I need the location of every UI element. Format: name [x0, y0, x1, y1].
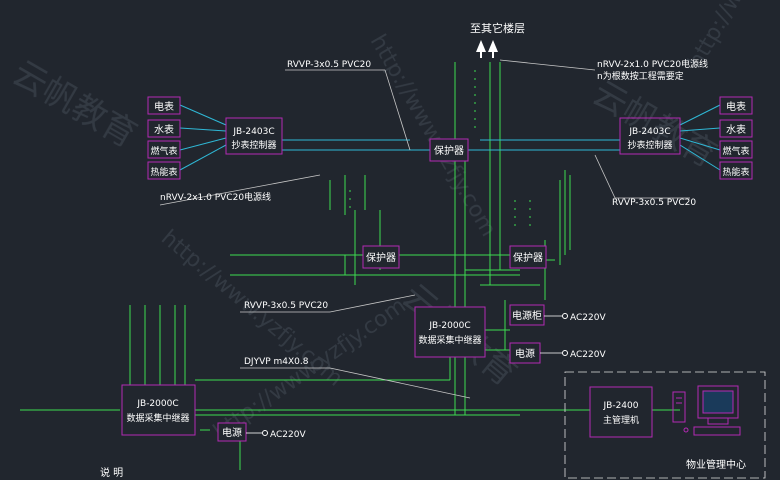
- up-arrow-icon: [476, 40, 498, 58]
- meter-box[interactable]: [147, 119, 181, 138]
- concentrator-center[interactable]: JB-2000C 数据采集中继器: [414, 306, 486, 358]
- meter-label: 燃气表: [722, 145, 749, 157]
- dotted-connectors: [50, 70, 561, 411]
- cable-label: nRVV-2x1.0 PVC20电源线: [160, 191, 271, 203]
- left-controller[interactable]: JB-2403C 抄表控制器: [225, 117, 283, 155]
- meter-box[interactable]: [719, 119, 753, 138]
- protector-label: 保护器: [513, 251, 543, 264]
- meter-box[interactable]: [147, 96, 181, 115]
- cable-label: n为根数按工程需要定: [597, 70, 684, 82]
- power-supply-label: 电源: [222, 426, 242, 439]
- power-supply-label: 电源: [515, 347, 535, 360]
- watermark-url: http://www.yzfjy.com: [209, 293, 411, 445]
- meter-label: 燃气表: [150, 145, 177, 157]
- terminal-icon: [262, 430, 268, 436]
- management-center-frame: [564, 371, 766, 479]
- concentrator-name: 数据采集中继器: [126, 412, 189, 424]
- ac-label: AC220V: [270, 430, 306, 440]
- power-supply-left[interactable]: 电源: [217, 422, 247, 442]
- cable-label: DJYVP m4X0.8: [244, 357, 309, 367]
- protector-mid-right[interactable]: 保护器: [509, 245, 547, 269]
- computer-icon: [672, 385, 741, 436]
- controller-model: JB-2403C: [232, 127, 274, 137]
- cable-label: RVVP-3x0.5 PVC20: [244, 301, 328, 311]
- concentrator-model: JB-2000C: [136, 399, 178, 409]
- cyan-wires: [179, 104, 721, 171]
- power-cabinet[interactable]: 电源柜: [509, 304, 545, 326]
- meter-label: 热能表: [722, 166, 749, 178]
- left-meter-group: 电表 水表 燃气表 热能表: [147, 96, 181, 180]
- concentrator-left[interactable]: JB-2000C 数据采集中继器: [121, 384, 196, 436]
- cable-label: nRVV-2x1.0 PVC20电源线: [597, 58, 708, 70]
- management-center-label: 物业管理中心: [686, 458, 746, 471]
- meter-label: 电表: [726, 100, 746, 113]
- controller-model: JB-2403C: [628, 127, 670, 137]
- ac-label: AC220V: [570, 350, 606, 360]
- meter-label: 水表: [154, 123, 174, 136]
- controller-name: 抄表控制器: [627, 139, 672, 151]
- meter-box[interactable]: [719, 96, 753, 115]
- host-model: JB-2400: [603, 401, 639, 411]
- watermark-url: http://www.yzfjy.com: [365, 31, 501, 242]
- host-name: 主管理机: [603, 414, 639, 426]
- to-other-floors-label: 至其它楼层: [470, 21, 525, 35]
- leader-lines: [159, 59, 690, 399]
- right-meter-group: 电表 水表 燃气表 热能表: [719, 96, 753, 180]
- meter-label: 电表: [154, 100, 174, 113]
- meter-box[interactable]: [719, 161, 753, 180]
- footer-note: 说 明: [100, 466, 123, 479]
- meter-box[interactable]: [719, 140, 753, 159]
- host-machine[interactable]: JB-2400 主管理机: [589, 386, 653, 438]
- watermark-brand: 云帆教育: [6, 53, 144, 156]
- terminal-icon: [562, 313, 568, 319]
- watermark-brand: 云帆教育: [586, 73, 724, 176]
- cable-annotations: RVVP-3x0.5 PVC20 nRVV-2x1.0 PVC20电源线 n为根…: [160, 58, 708, 367]
- protector-top[interactable]: 保护器: [429, 138, 469, 162]
- protector-label: 保护器: [434, 144, 464, 157]
- concentrator-model: JB-2000C: [428, 321, 470, 331]
- meter-box[interactable]: [147, 161, 181, 180]
- right-controller[interactable]: JB-2403C 抄表控制器: [619, 117, 681, 155]
- ac-label: AC220V: [570, 313, 606, 323]
- protector-mid-left[interactable]: 保护器: [362, 245, 400, 269]
- power-supply-mid[interactable]: 电源: [509, 342, 541, 364]
- concentrator-name: 数据采集中继器: [418, 334, 481, 346]
- cable-label: RVVP-3x0.5 PVC20: [612, 198, 696, 208]
- terminal-icon: [562, 350, 568, 356]
- controller-name: 抄表控制器: [231, 139, 276, 151]
- meter-box[interactable]: [147, 140, 181, 159]
- meter-label: 热能表: [150, 166, 177, 178]
- protector-label: 保护器: [366, 251, 396, 264]
- cable-label: RVVP-3x0.5 PVC20: [287, 60, 371, 70]
- meter-label: 水表: [726, 123, 746, 136]
- power-cabinet-label: 电源柜: [512, 309, 542, 322]
